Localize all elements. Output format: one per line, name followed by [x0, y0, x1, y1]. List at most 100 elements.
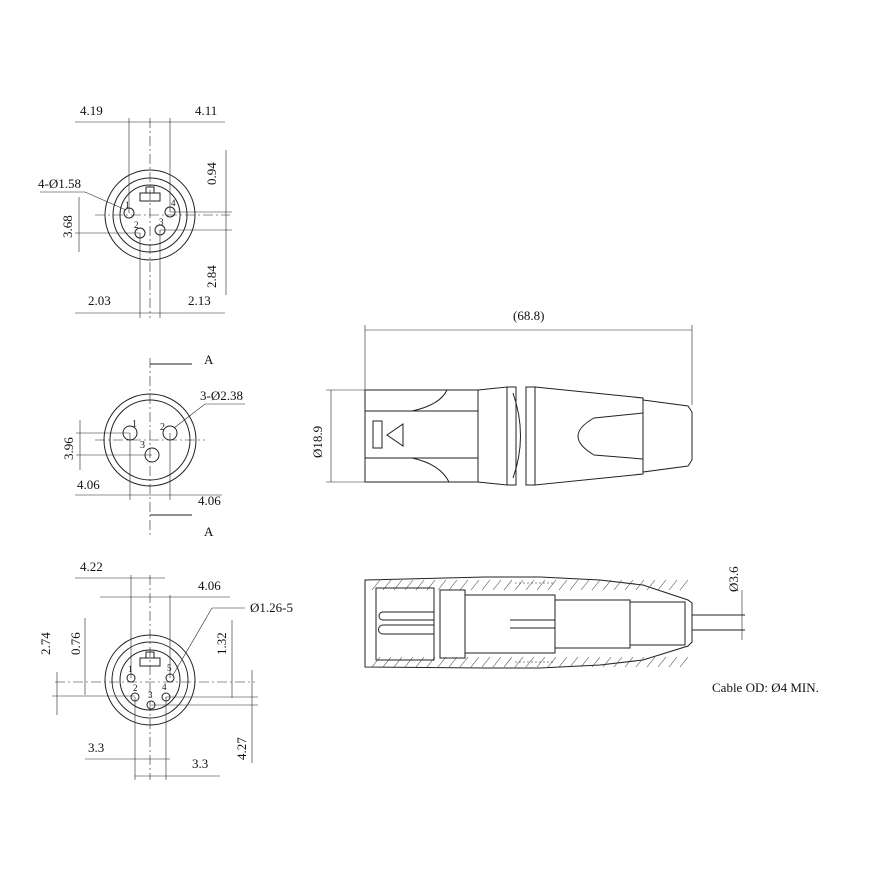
collar [477, 386, 508, 486]
hatch-line [525, 579, 535, 591]
hatch-line [371, 656, 381, 668]
cable-channel [629, 601, 686, 646]
hatch-line [459, 656, 469, 668]
pin-label: 4 [162, 682, 167, 692]
hatch-line [547, 579, 557, 591]
hole-callout: 3-Ø2.38 [200, 388, 243, 403]
hatch-line [382, 656, 392, 668]
hatch-line [558, 579, 568, 591]
hatch-line [470, 579, 480, 591]
cable-note: Cable OD: Ø4 MIN. [712, 680, 819, 695]
boot [534, 386, 644, 486]
dim-length: (68.8) [513, 308, 544, 323]
dim-4-06: 4.06 [198, 578, 221, 593]
hatch-line [393, 656, 403, 668]
latch-curve [411, 389, 450, 483]
latch-window [372, 420, 383, 449]
hatch-line [646, 579, 656, 591]
hatch-line [602, 579, 612, 591]
side-view: (68.8) Ø18.9 [310, 308, 693, 486]
dim-4-06-right: 4.06 [198, 493, 221, 508]
dim-3-68: 3.68 [60, 215, 75, 238]
leader-line [172, 607, 245, 676]
hatch-line [437, 579, 447, 591]
insert-block [439, 589, 466, 659]
dim-3-3-right: 3.3 [192, 756, 208, 771]
section-view: Ø3.6 Cable OD: Ø4 MIN. [364, 566, 819, 695]
hatch-line [470, 656, 480, 668]
hatch-line [580, 579, 590, 591]
hatch-line [371, 579, 381, 591]
hatch-line [503, 656, 513, 668]
pin-label: 2 [133, 683, 138, 693]
dim-3-96: 3.96 [61, 437, 76, 460]
hole-callout: 4-Ø1.58 [38, 176, 81, 191]
dim-4-11: 4.11 [195, 103, 217, 118]
dim-2-03: 2.03 [88, 293, 111, 308]
hatch-pattern [371, 579, 689, 668]
dim-0-76: 0.76 [68, 632, 83, 655]
dim-4-06-left: 4.06 [77, 477, 100, 492]
leader-line [173, 403, 245, 429]
pin-label: 2 [160, 422, 165, 433]
pin-label: 4 [171, 198, 176, 208]
hatch-line [668, 656, 678, 668]
pin-label: 5 [167, 663, 172, 673]
hatch-line [580, 656, 590, 668]
strain-relief-tail [642, 399, 693, 473]
hatch-line [613, 656, 623, 668]
hatch-line [657, 579, 667, 591]
front-insert [375, 587, 435, 661]
dim-0-94: 0.94 [204, 162, 219, 185]
contact-slot [510, 619, 555, 629]
pin-label: 3 [148, 690, 153, 700]
hatch-line [525, 656, 535, 668]
hatch-line [679, 579, 689, 591]
hatch-line [514, 579, 524, 591]
section-outline [364, 576, 693, 669]
pin-label: 3 [159, 217, 164, 227]
middle-end-view: 1 2 3 A A 3-Ø2.38 3.96 4.06 4.06 [61, 352, 245, 539]
contact-pins [383, 611, 434, 635]
pin-label: 1 [128, 664, 133, 674]
bottom-end-view: 1 2 3 4 5 4.22 4.06 Ø1.26-5 2.74 0.76 1.… [38, 559, 293, 780]
hatch-line [591, 656, 601, 668]
dim-4-22: 4.22 [80, 559, 103, 574]
hatch-line [668, 579, 678, 591]
lock-ring [506, 386, 517, 486]
dim-2-13: 2.13 [188, 293, 211, 308]
hatch-line [679, 656, 689, 668]
hatch-line [624, 656, 634, 668]
hatch-line [459, 579, 469, 591]
pin-label: 2 [134, 220, 139, 230]
dim-diameter: Ø18.9 [310, 426, 325, 458]
hatch-line [536, 579, 546, 591]
hatch-line [448, 579, 458, 591]
dim-2-74: 2.74 [38, 632, 53, 655]
pin-tips [378, 611, 384, 635]
dim-cable-diameter: Ø3.6 [726, 566, 741, 592]
thread [515, 582, 555, 663]
leader-line [40, 191, 127, 211]
hole-callout: Ø1.26-5 [250, 600, 293, 615]
pin-label: 1 [125, 200, 130, 210]
boot-groove [577, 412, 644, 460]
hatch-line [602, 656, 612, 668]
pin-label: 3 [140, 440, 145, 451]
dim-4-19: 4.19 [80, 103, 103, 118]
hatch-line [569, 656, 579, 668]
hatch-line [635, 656, 645, 668]
hatch-line [448, 656, 458, 668]
hatch-line [657, 656, 667, 668]
hatch-line [481, 579, 491, 591]
section-mark-top: A [204, 352, 214, 367]
hatch-line [404, 656, 414, 668]
dim-1-32: 1.32 [214, 632, 229, 655]
dim-2-84: 2.84 [204, 265, 219, 288]
hatch-line [569, 579, 579, 591]
lock-ring [525, 386, 536, 486]
triangle-mark-icon [386, 423, 404, 447]
lock-ring-curve [512, 392, 521, 479]
hatch-line [492, 656, 502, 668]
